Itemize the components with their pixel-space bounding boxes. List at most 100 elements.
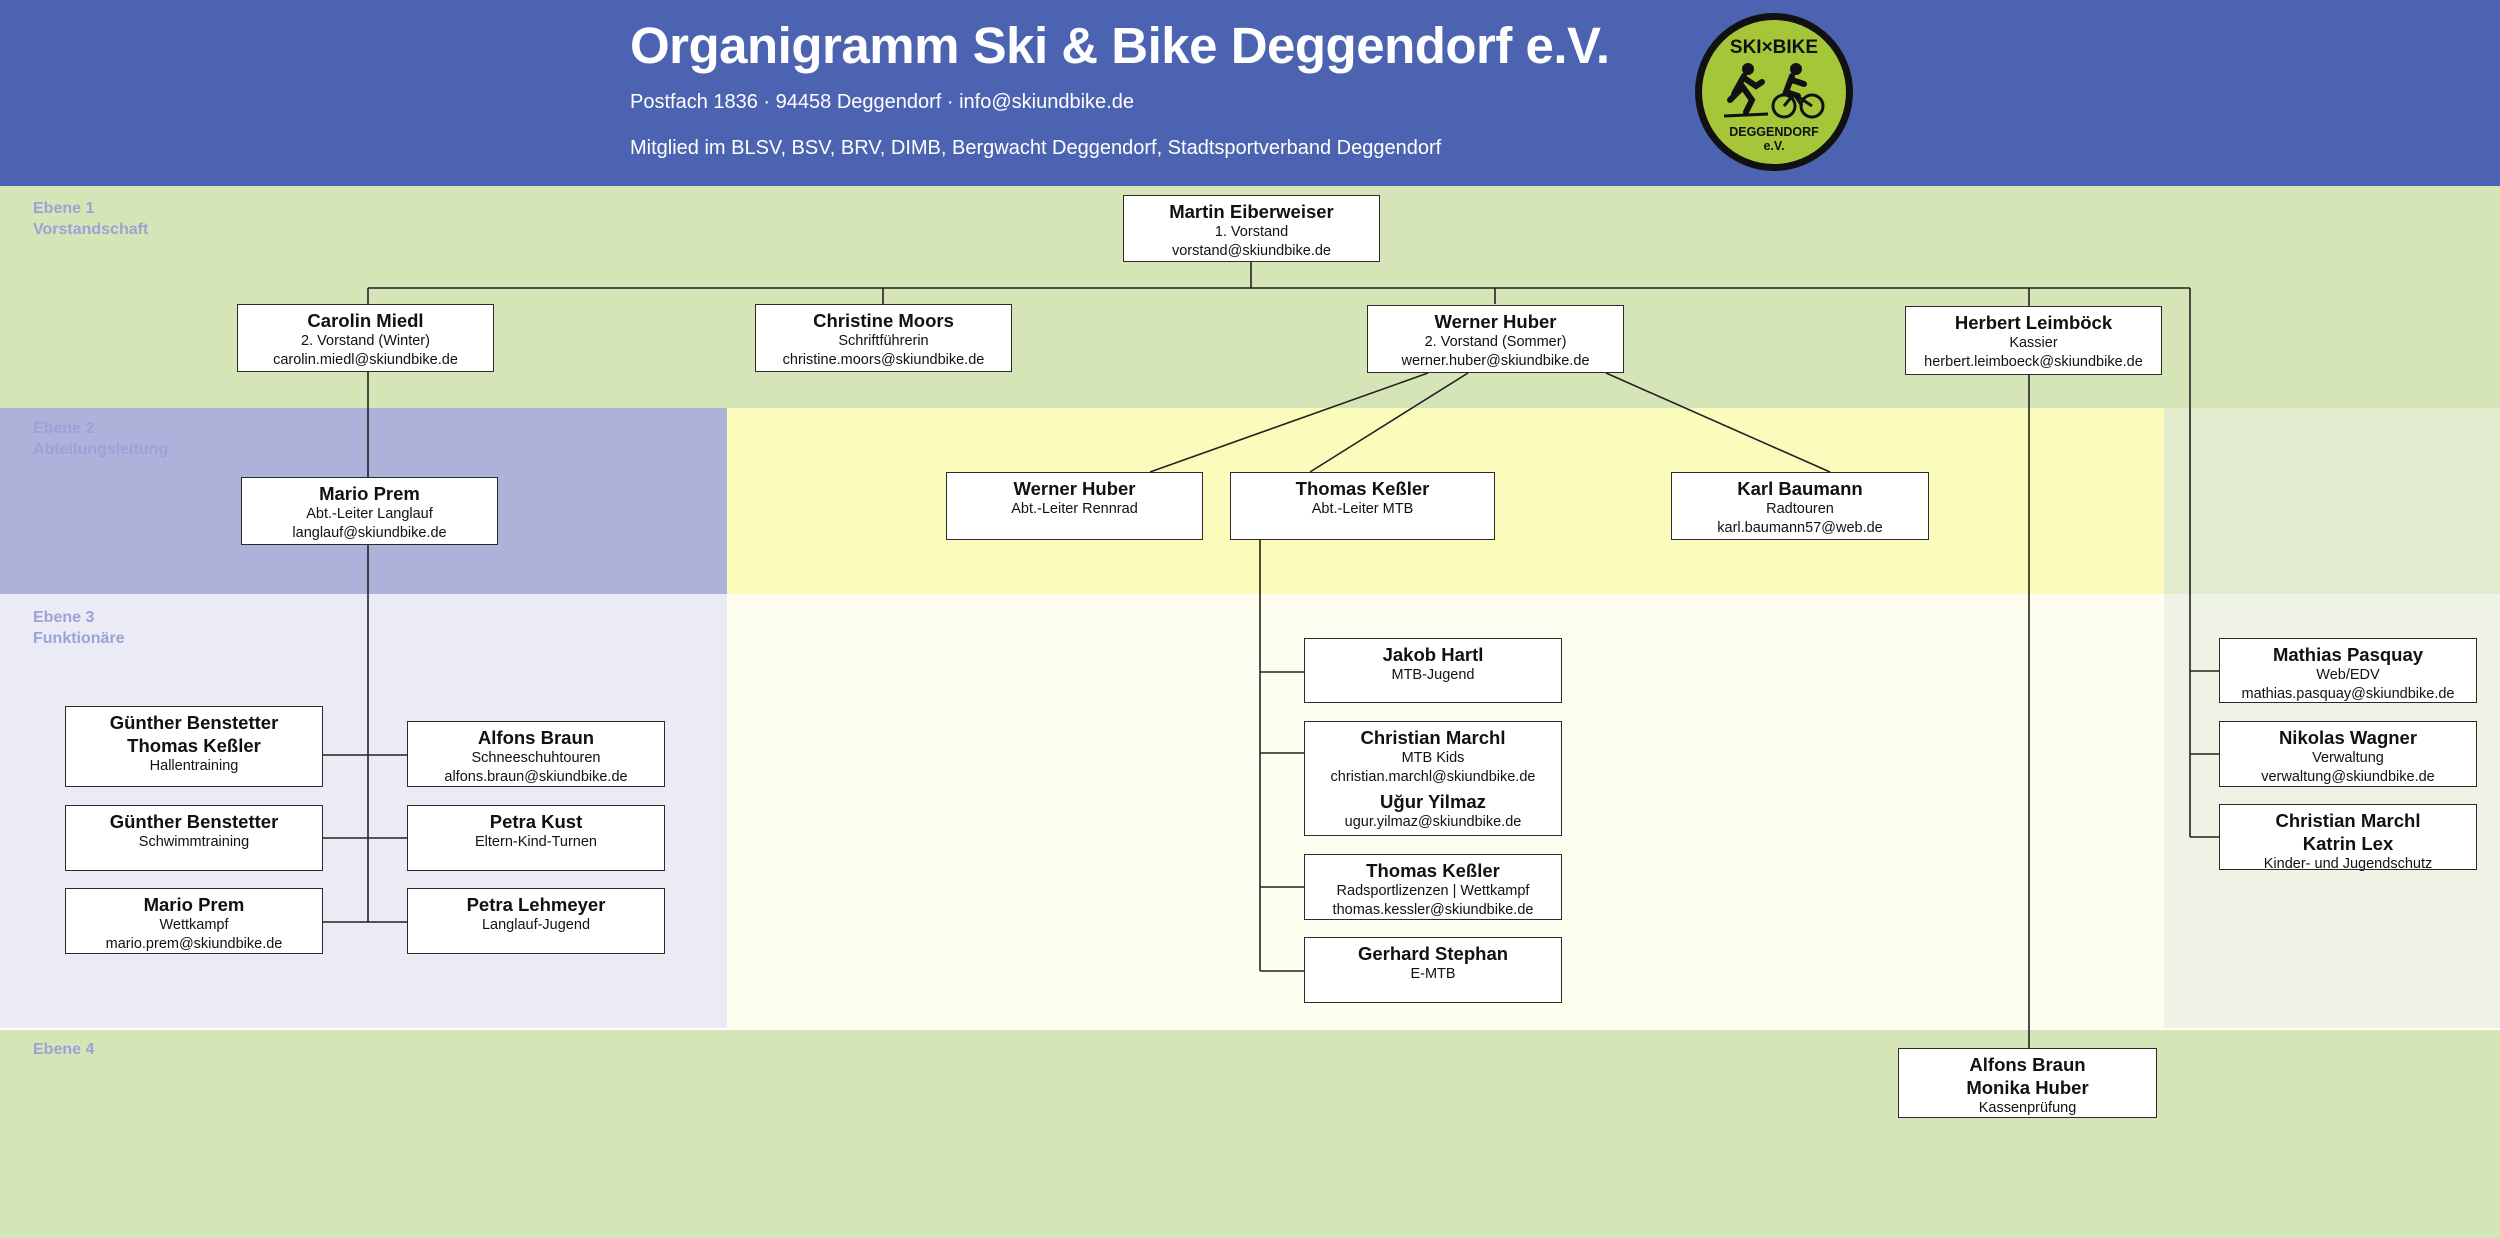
person-name: Mario Prem [319,483,420,504]
box-werner-huber-rennrad: Werner Huber Abt.-Leiter Rennrad [946,472,1203,540]
address-line: Postfach 1836 · 94458 Deggendorf · info@… [630,91,1134,113]
level2-band-right [2164,408,2500,594]
person-role: Radtouren [1766,501,1834,517]
person-role: Verwaltung [2312,750,2384,766]
box-nikolas-wagner: Nikolas Wagner Verwaltung verwaltung@ski… [2219,721,2477,787]
person-role: 2. Vorstand (Winter) [301,333,430,349]
box-mathias-pasquay: Mathias Pasquay Web/EDV mathias.pasquay@… [2219,638,2477,703]
box-herbert-leimboeck: Herbert Leimböck Kassier herbert.leimboe… [1905,306,2162,375]
person-name: Günther Benstetter [109,811,279,832]
level2-title: Abteilungsleitung [33,441,169,458]
person-role: Schwimmtraining [138,834,250,850]
person-email: karl.baumann57@web.de [1717,520,1883,536]
person-email: vorstand@skiundbike.de [1171,243,1331,259]
person-name: Gerhard Stephan [1357,943,1509,964]
person-name: Christian Marchl [1360,727,1506,748]
person-role: Wettkampf [159,917,229,933]
logo-ev: e.V. [1763,139,1785,153]
box-thomas-kessler-mtb: Thomas Keßler Abt.-Leiter MTB [1230,472,1495,540]
box-kassenpruefung: Alfons Braun Monika Huber Kassenprüfung [1898,1048,2157,1118]
person-name: Karl Baumann [1737,478,1863,499]
person-name-2: Katrin Lex [2302,833,2394,854]
box-petra-kust: Petra Kust Eltern-Kind-Turnen [407,805,665,871]
person-name: Christine Moors [813,310,954,331]
person-name: Christian Marchl [2275,810,2421,831]
person-name: Thomas Keßler [1366,860,1500,881]
page-title: Organigramm Ski & Bike Deggendorf e.V. [630,17,1610,74]
person-role: Eltern-Kind-Turnen [475,834,597,850]
level3-number: Ebene 3 [33,609,95,626]
person-email: mario.prem@skiundbike.de [105,936,283,952]
membership-line: Mitglied im BLSV, BSV, BRV, DIMB, Bergwa… [630,137,1442,159]
level3-label: Ebene 3 Funktionäre [33,607,125,649]
person-role: MTB-Jugend [1391,667,1475,683]
logo-top-text: SKI×BIKE [1729,37,1819,58]
person-name: Mathias Pasquay [2272,644,2424,665]
box-mario-prem-langlauf: Mario Prem Abt.-Leiter Langlauf langlauf… [241,477,498,545]
person-email-2: ugur.yilmaz@skiundbike.de [1344,814,1522,830]
skier-biker-icon [1723,63,1825,119]
box-karl-baumann: Karl Baumann Radtouren karl.baumann57@we… [1671,472,1929,540]
person-email: christine.moors@skiundbike.de [782,352,985,368]
box-gerhard-stephan: Gerhard Stephan E-MTB [1304,937,1562,1003]
person-role: MTB Kids [1401,750,1465,766]
box-alfons-braun-schneeschuh: Alfons Braun Schneeschuhtouren alfons.br… [407,721,665,787]
person-name: Nikolas Wagner [2278,727,2418,748]
level3-title: Funktionäre [33,630,125,647]
person-name: Alfons Braun [1969,1054,2086,1075]
logo-city: DEGGENDORF [1729,125,1819,139]
box-martin-eiberweiser: Martin Eiberweiser 1. Vorstand vorstand@… [1123,195,1380,262]
person-name: Herbert Leimböck [1954,312,2113,333]
person-role: Kinder- und Jugendschutz [2263,856,2433,872]
person-role: Kassenprüfung [1978,1100,2077,1116]
person-name-2: Thomas Keßler [127,735,261,756]
person-name: Günther Benstetter [109,712,279,733]
person-name: Mario Prem [143,894,245,915]
level4-number: Ebene 4 [33,1041,95,1058]
level4-label: Ebene 4 [33,1039,94,1060]
box-jakob-hartl: Jakob Hartl MTB-Jugend [1304,638,1562,703]
box-hallentraining: Günther Benstetter Thomas Keßler Hallent… [65,706,323,787]
box-werner-huber-vorstand: Werner Huber 2. Vorstand (Sommer) werner… [1367,305,1624,373]
person-role: Abt.-Leiter Rennrad [1011,501,1138,517]
person-role: Web/EDV [2316,667,2380,683]
person-name-2: Monika Huber [1966,1077,2089,1098]
box-petra-lehmeyer: Petra Lehmeyer Langlauf-Jugend [407,888,665,954]
club-logo: SKI×BIKE DEGGENDORF e.V. [1695,13,1853,171]
person-role: Abt.-Leiter Langlauf [306,506,433,522]
level1-label: Ebene 1 Vorstandschaft [33,198,148,240]
box-kinder-jugendschutz: Christian Marchl Katrin Lex Kinder- und … [2219,804,2477,872]
box-christian-marchl-mtb-kids: Christian Marchl MTB Kids christian.marc… [1304,721,1562,836]
box-mario-prem-wettkampf: Mario Prem Wettkampf mario.prem@skiundbi… [65,888,323,954]
person-email: christian.marchl@skiundbike.de [1330,769,1536,785]
person-name: Werner Huber [1013,478,1136,499]
person-role: Schneeschuhtouren [471,750,601,766]
person-role: Kassier [2009,335,2058,351]
person-role: E-MTB [1410,966,1456,982]
person-name: Thomas Keßler [1295,478,1430,499]
person-role: Abt.-Leiter MTB [1311,501,1414,517]
person-email: mathias.pasquay@skiundbike.de [2241,686,2455,702]
person-role: Langlauf-Jugend [481,917,591,933]
person-role: Hallentraining [149,758,239,774]
person-email: verwaltung@skiundbike.de [2261,769,2435,785]
level1-number: Ebene 1 [33,200,95,217]
person-name: Alfons Braun [477,727,595,748]
logo-disc: SKI×BIKE DEGGENDORF e.V. [1702,20,1846,164]
box-schwimmtraining: Günther Benstetter Schwimmtraining [65,805,323,871]
level1-title: Vorstandschaft [33,221,149,238]
person-email: herbert.leimboeck@skiundbike.de [1924,354,2143,370]
person-name: Werner Huber [1434,311,1557,332]
person-email: carolin.miedl@skiundbike.de [273,352,458,368]
person-name: Petra Kust [489,811,583,832]
person-role: Schriftführerin [838,333,929,349]
person-email: alfons.braun@skiundbike.de [444,769,628,785]
level2-number: Ebene 2 [33,420,95,437]
person-name: Carolin Miedl [307,310,424,331]
person-name: Petra Lehmeyer [466,894,606,915]
logo-bottom-text: DEGGENDORF e.V. [1702,125,1846,153]
person-name: Jakob Hartl [1382,644,1484,665]
box-christine-moors: Christine Moors Schriftführerin christin… [755,304,1012,372]
box-carolin-miedl: Carolin Miedl 2. Vorstand (Winter) carol… [237,304,494,372]
